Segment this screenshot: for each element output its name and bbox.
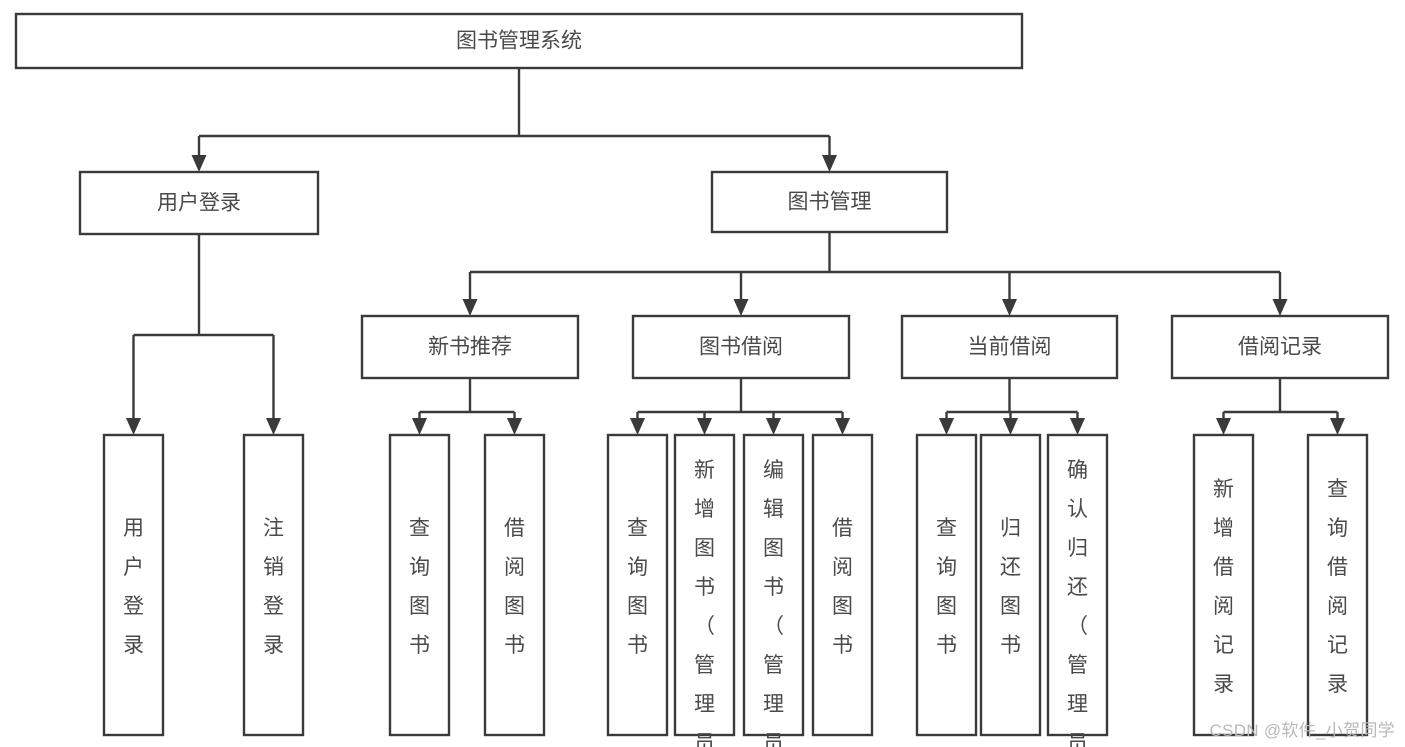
node-level2-2-label: 当前借阅 [968,336,1052,359]
arrow-head-icon [412,418,427,435]
node-leaf-6-rect [742,433,805,737]
node-leaf-1-label: 注销登录 [263,517,284,657]
node-leaf-4-label: 查询图书 [627,517,648,657]
node-level2-0-rect [360,314,580,380]
node-leaf-8[interactable]: 查询图书 [915,433,978,737]
node-leaf-11[interactable]: 新增借阅记录 [1192,433,1255,737]
node-level2-3-rect [1170,314,1390,380]
node-leaf-2-rect [388,433,451,737]
node-leaf-9[interactable]: 归还图书 [979,433,1042,737]
node-leaf-7[interactable]: 借阅图书 [811,433,874,737]
arrow-head-icon [733,299,749,316]
arrow-head-icon [766,418,781,435]
node-level2-0[interactable]: 新书推荐 [360,314,580,380]
arrow-head-icon [126,418,141,435]
node-level2-1-label: 图书借阅 [699,336,783,359]
node-level1-1[interactable]: 图书管理 [710,170,949,234]
node-leaf-1-rect [242,433,305,737]
node-level2-2-rect [900,314,1119,380]
node-leaf-3[interactable]: 借阅图书 [483,433,546,737]
node-leaf-9-label: 归还图书 [1000,517,1021,657]
arrow-head-icon [191,155,207,172]
node-level2-2[interactable]: 当前借阅 [900,314,1119,380]
node-leaf-0-rect [102,433,165,737]
node-leaf-5-label: 新增图书（管理员） [694,459,715,747]
node-leaf-3-label: 借阅图书 [504,517,525,657]
node-leaf-9-rect [979,433,1042,737]
node-leaf-4-rect [606,433,669,737]
node-leaf-5[interactable]: 新增图书（管理员） [673,433,736,747]
node-level1-1-rect [710,170,949,234]
arrow-head-icon [1272,299,1288,316]
node-leaf-6[interactable]: 编辑图书（管理员） [742,433,805,747]
node-root-图书管理系统-rect [14,12,1024,70]
arrow-head-icon [1003,418,1018,435]
node-level2-1[interactable]: 图书借阅 [631,314,851,380]
node-root-图书管理系统-label: 图书管理系统 [456,30,582,53]
arrow-head-icon [1002,299,1017,316]
node-level1-0-rect [78,170,320,236]
node-leaf-3-rect [483,433,546,737]
node-level2-1-rect [631,314,851,380]
arrow-head-icon [822,155,837,172]
node-leaf-8-label: 查询图书 [936,517,957,657]
node-level1-1-label: 图书管理 [788,191,872,214]
node-leaf-7-label: 借阅图书 [832,517,853,657]
node-leaf-2[interactable]: 查询图书 [388,433,451,737]
node-level2-3-label: 借阅记录 [1238,336,1322,359]
node-root-图书管理系统[interactable]: 图书管理系统 [14,12,1024,70]
node-leaf-2-label: 查询图书 [409,517,430,657]
node-leaf-4[interactable]: 查询图书 [606,433,669,737]
node-leaf-10-label: 确认归还（管理员） [1067,459,1088,747]
node-level2-3[interactable]: 借阅记录 [1170,314,1390,380]
node-level1-0[interactable]: 用户登录 [78,170,320,236]
node-leaf-10[interactable]: 确认归还（管理员） [1046,433,1109,747]
node-leaf-12[interactable]: 查询借阅记录 [1306,433,1369,737]
node-leaf-6-label: 编辑图书（管理员） [763,459,784,747]
node-leaf-12-rect [1306,433,1369,737]
node-layer: 图书管理系统用户登录图书管理新书推荐图书借阅当前借阅借阅记录用户登录注销登录查询… [14,12,1390,747]
connector-layer [126,68,1345,435]
arrow-head-icon [266,418,281,435]
node-leaf-1[interactable]: 注销登录 [242,433,305,737]
arrow-head-icon [697,418,712,435]
node-level1-0-label: 用户登录 [157,192,241,215]
node-leaf-0-label: 用户登录 [123,517,144,657]
arrow-head-icon [462,299,478,316]
arrow-head-icon [939,418,954,435]
arrow-head-icon [1216,418,1231,435]
node-leaf-10-rect [1046,433,1109,737]
node-leaf-5-rect [673,433,736,737]
arrow-head-icon [835,418,850,435]
node-level2-0-label: 新书推荐 [428,336,512,359]
arrow-head-icon [507,418,522,435]
node-leaf-0[interactable]: 用户登录 [102,433,165,737]
node-leaf-8-rect [915,433,978,737]
node-leaf-11-rect [1192,433,1255,737]
node-leaf-7-rect [811,433,874,737]
arrow-head-icon [1330,418,1345,435]
node-leaf-12-label: 查询借阅记录 [1327,478,1348,696]
node-leaf-11-label: 新增借阅记录 [1213,478,1234,696]
arrow-head-icon [1070,418,1085,435]
arrow-head-icon [630,418,645,435]
